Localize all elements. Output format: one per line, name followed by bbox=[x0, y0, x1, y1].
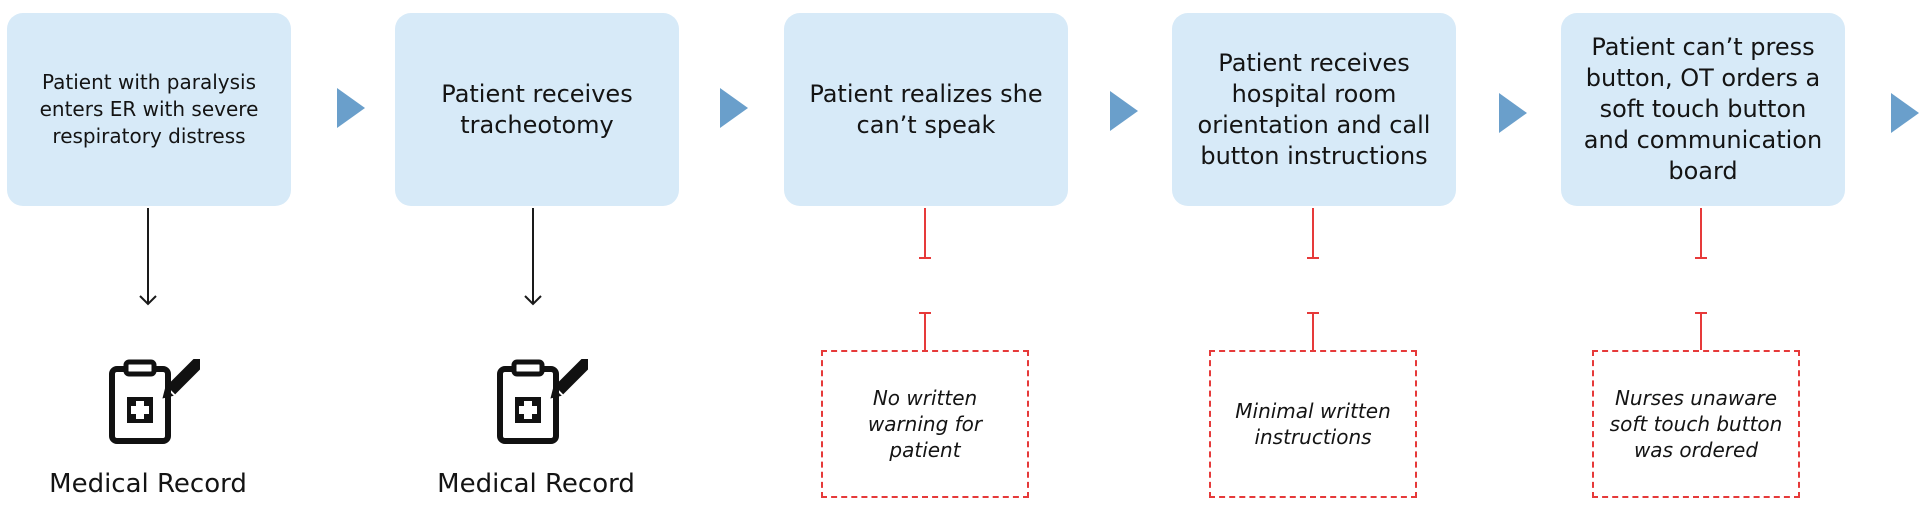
pain-point-box-1: No written warning for patient bbox=[821, 350, 1029, 498]
flow-chevron-2 bbox=[720, 88, 748, 128]
step-box-2: Patient receives tracheotomy bbox=[395, 13, 679, 206]
break-connector-bottom-3 bbox=[1695, 312, 1707, 350]
break-connector-top-1 bbox=[919, 208, 931, 259]
step-text-4: Patient receives hospital room orientati… bbox=[1197, 48, 1431, 170]
medical-clipboard-icon bbox=[497, 359, 588, 444]
step-box-5: Patient can’t press button, OT orders a … bbox=[1561, 13, 1845, 206]
pain-point-text-2: Minimal written instructions bbox=[1235, 399, 1391, 449]
pain-point-text-3: Nurses unaware soft touch button was ord… bbox=[1609, 386, 1783, 462]
flow-chevron-3 bbox=[1110, 91, 1138, 131]
record-connector-arrow-2 bbox=[524, 208, 542, 306]
flow-chevron-4 bbox=[1499, 93, 1527, 133]
break-connector-bottom-1 bbox=[919, 312, 931, 350]
pain-point-box-2: Minimal written instructions bbox=[1209, 350, 1417, 498]
flow-chevron-1 bbox=[337, 88, 365, 128]
record-connector-arrow-1 bbox=[139, 208, 157, 306]
record-label-2: Medical Record bbox=[437, 469, 635, 499]
break-connector-top-2 bbox=[1307, 208, 1319, 259]
medical-clipboard-icon bbox=[109, 359, 200, 444]
step-text-5: Patient can’t press button, OT orders a … bbox=[1583, 33, 1823, 185]
record-label-1: Medical Record bbox=[49, 469, 247, 499]
pain-point-box-3: Nurses unaware soft touch button was ord… bbox=[1592, 350, 1800, 498]
break-connector-top-3 bbox=[1695, 208, 1707, 259]
flow-chevron-5 bbox=[1891, 93, 1919, 133]
step-box-4: Patient receives hospital room orientati… bbox=[1172, 13, 1456, 206]
step-box-1: Patient with paralysis enters ER with se… bbox=[7, 13, 291, 206]
step-text-1: Patient with paralysis enters ER with se… bbox=[39, 70, 259, 148]
step-box-3: Patient realizes she can’t speak bbox=[784, 13, 1068, 206]
pain-point-text-1: No written warning for patient bbox=[867, 386, 983, 462]
break-connector-bottom-2 bbox=[1307, 312, 1319, 350]
step-text-3: Patient realizes she can’t speak bbox=[809, 79, 1043, 139]
step-text-2: Patient receives tracheotomy bbox=[441, 79, 633, 139]
